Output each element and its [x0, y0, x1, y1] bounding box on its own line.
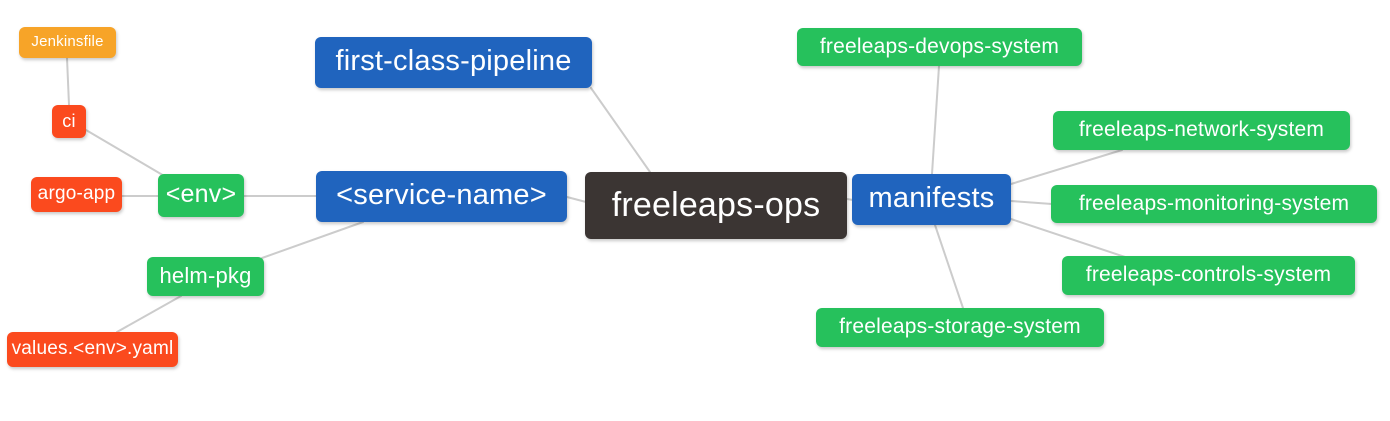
edge-first-class-pipeline--freeleaps-ops — [590, 87, 651, 173]
node-argo-app[interactable]: argo-app — [31, 177, 122, 212]
edge-manifests--freeleaps-devops-system — [931, 65, 940, 175]
node-freeleaps-devops-system[interactable]: freeleaps-devops-system — [797, 28, 1082, 66]
node-freeleaps-monitoring-system[interactable]: freeleaps-monitoring-system — [1051, 185, 1377, 223]
edge-ci--env — [85, 129, 167, 178]
node-label: argo-app — [37, 183, 116, 204]
edge-manifests--freeleaps-storage-system — [934, 224, 964, 309]
node-label: freeleaps-network-system — [1078, 118, 1325, 141]
node-label: first-class-pipeline — [335, 45, 572, 77]
node-freeleaps-storage-system[interactable]: freeleaps-storage-system — [816, 308, 1104, 347]
node-label: manifests — [868, 182, 995, 214]
node-label: values.<env>.yaml — [11, 338, 174, 359]
node-label: helm-pkg — [159, 262, 252, 288]
edge-values-env-yaml--helm-pkg — [116, 295, 182, 333]
node-freeleaps-network-system[interactable]: freeleaps-network-system — [1053, 111, 1350, 150]
node-label: freeleaps-storage-system — [839, 315, 1081, 338]
node-label: ci — [62, 110, 76, 131]
node-label: freeleaps-devops-system — [819, 34, 1060, 58]
node-manifests[interactable]: manifests — [852, 174, 1011, 225]
node-label: freeleaps-monitoring-system — [1078, 191, 1350, 215]
node-label: freeleaps-ops — [611, 185, 821, 224]
edge-manifests--freeleaps-controls-system — [1010, 218, 1126, 258]
node-freeleaps-controls-system[interactable]: freeleaps-controls-system — [1062, 256, 1355, 295]
edge-manifests--freeleaps-network-system — [1010, 149, 1123, 185]
edge-manifests--freeleaps-monitoring-system — [1010, 200, 1053, 205]
node-ci[interactable]: ci — [52, 105, 86, 138]
node-jenkinsfile[interactable]: Jenkinsfile — [19, 27, 116, 58]
edge-helm-pkg--service-name — [261, 221, 364, 259]
node-env[interactable]: <env> — [158, 174, 244, 217]
node-freeleaps-ops[interactable]: freeleaps-ops — [585, 172, 847, 239]
edge-service-name--freeleaps-ops — [566, 196, 587, 203]
node-label: <env> — [165, 180, 237, 208]
node-label: Jenkinsfile — [31, 33, 104, 50]
node-values-env-yaml[interactable]: values.<env>.yaml — [7, 332, 178, 367]
node-label: <service-name> — [336, 179, 547, 211]
edge-jenkinsfile--ci — [66, 57, 70, 106]
node-label: freeleaps-controls-system — [1085, 263, 1332, 286]
node-service-name[interactable]: <service-name> — [316, 171, 567, 222]
node-helm-pkg[interactable]: helm-pkg — [147, 257, 264, 296]
node-first-class-pipeline[interactable]: first-class-pipeline — [315, 37, 592, 88]
